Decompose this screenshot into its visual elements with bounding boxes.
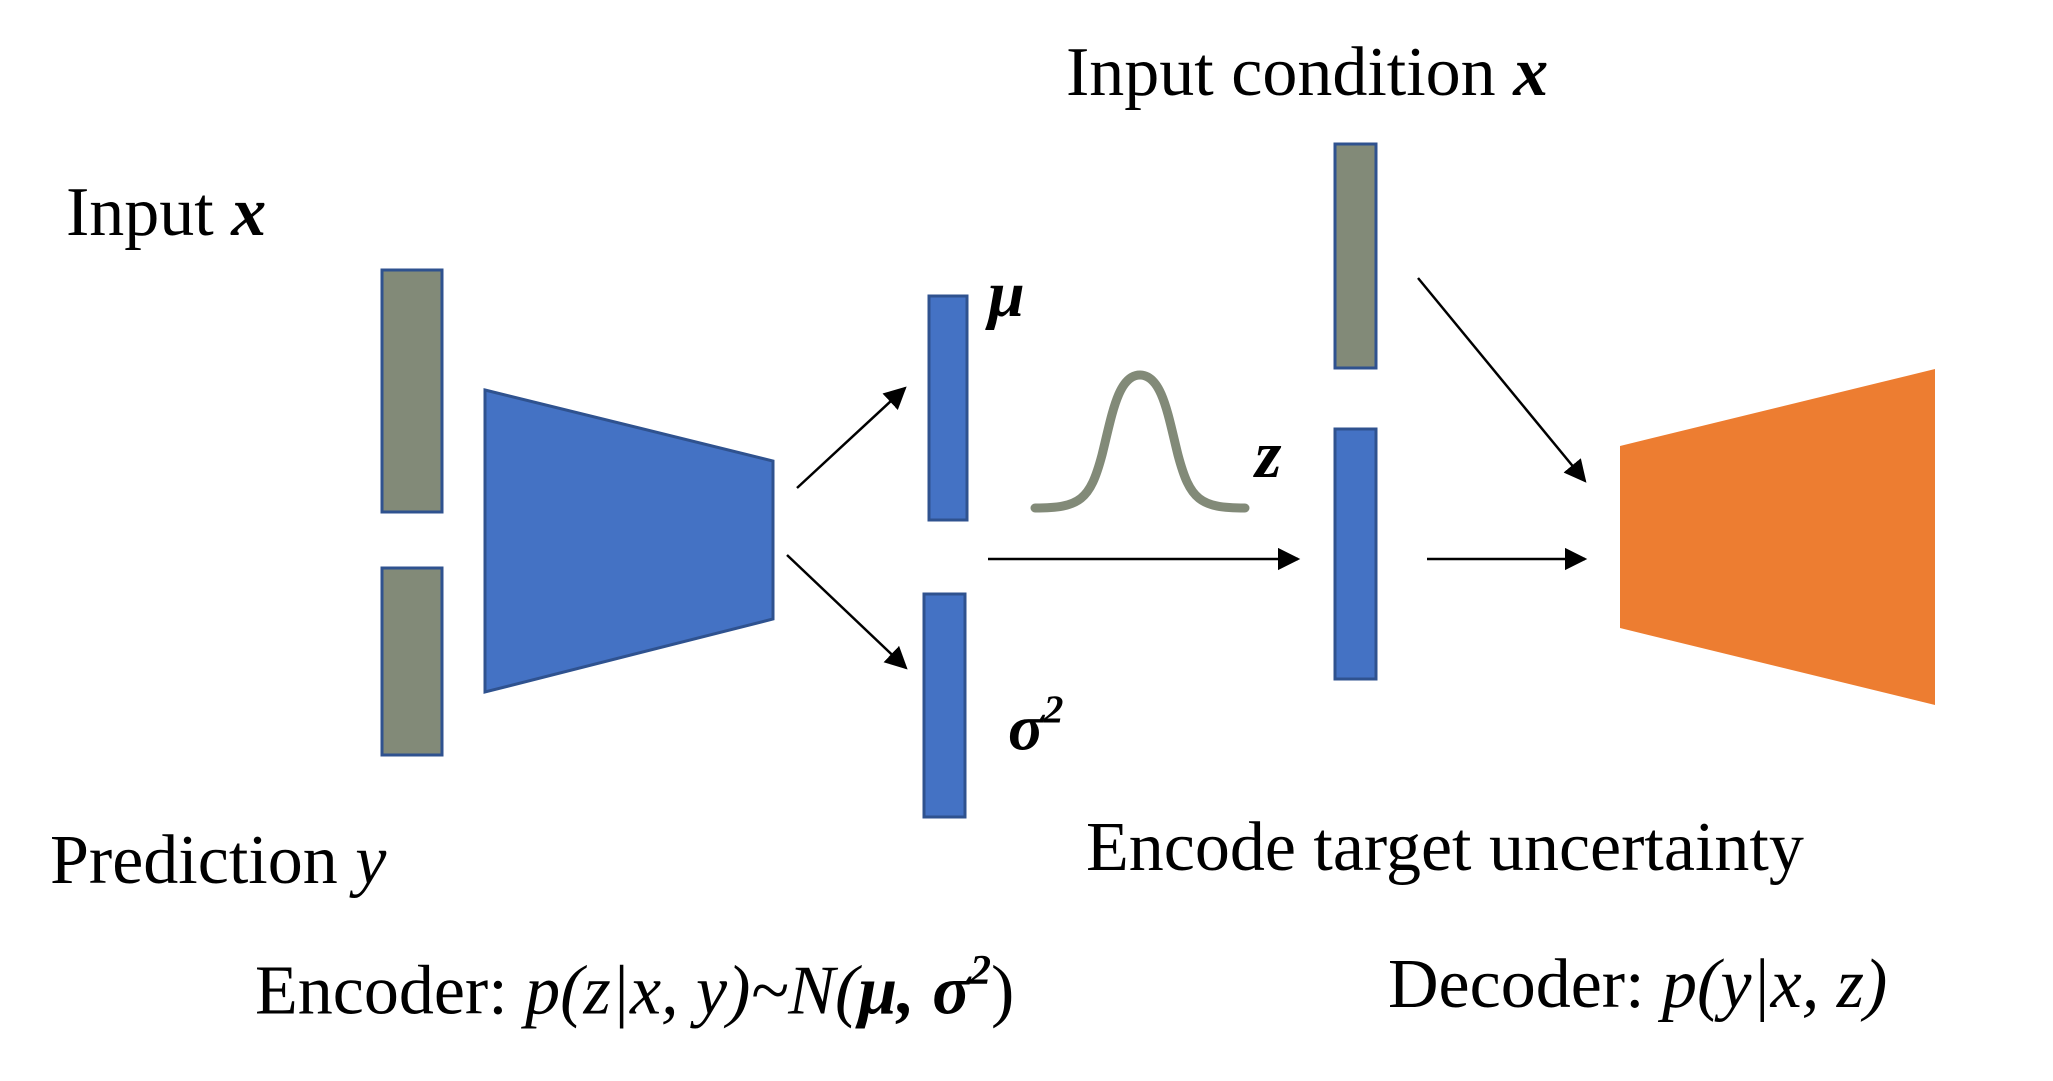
encoder-network bbox=[483, 388, 775, 694]
encoder-formula-body: p(z|x, y)~N( bbox=[525, 952, 859, 1030]
sigma-block bbox=[922, 592, 967, 819]
input-x-block bbox=[380, 268, 444, 514]
decoder-formula: Decoder: p(y|x, z) bbox=[1388, 950, 1887, 1020]
input-x-label: Input x bbox=[66, 178, 266, 248]
mu-label: μ bbox=[988, 262, 1025, 328]
input-condition-label-text: Input condition bbox=[1066, 34, 1514, 111]
encoder-formula-exponent: 2 bbox=[969, 948, 991, 994]
z-label: z bbox=[1255, 420, 1281, 488]
encoder-formula-prefix: Encoder: bbox=[255, 952, 526, 1030]
encoder-formula-close: ) bbox=[990, 952, 1015, 1030]
gaussian-curve bbox=[1030, 370, 1250, 513]
sigma-symbol: σ bbox=[1008, 691, 1044, 765]
sigma-exponent: 2 bbox=[1043, 687, 1064, 731]
arrow-condition-to-decoder bbox=[1417, 277, 1587, 483]
input-condition-block bbox=[1333, 142, 1378, 370]
prediction-y-label: Prediction y bbox=[50, 826, 386, 896]
prediction-y-label-text: Prediction bbox=[50, 822, 356, 899]
input-x-label-text: Input bbox=[66, 174, 232, 251]
decoder-network bbox=[1620, 369, 1935, 705]
prediction-y-block bbox=[380, 566, 444, 757]
arrow-to-sigma bbox=[786, 554, 908, 670]
encode-target-text: Encode target uncertainty bbox=[1086, 809, 1804, 886]
input-condition-label-var: x bbox=[1513, 34, 1549, 111]
encode-target-label: Encode target uncertainty bbox=[1086, 813, 1804, 883]
z-block bbox=[1333, 427, 1378, 681]
input-x-label-var: x bbox=[231, 174, 267, 251]
arrow-to-mu bbox=[796, 386, 907, 489]
mu-block bbox=[927, 294, 969, 522]
decoder-formula-prefix: Decoder: bbox=[1388, 946, 1663, 1023]
sigma-label: σ2 bbox=[1008, 687, 1064, 765]
decoder-formula-body: p(y|x, z) bbox=[1662, 946, 1888, 1023]
encoder-formula: Encoder: p(z|x, y)~N(μ, σ2) bbox=[255, 950, 1014, 1026]
mu-symbol: μ bbox=[988, 258, 1025, 331]
encoder-formula-params: μ, σ bbox=[858, 952, 970, 1030]
input-condition-label: Input condition x bbox=[1066, 38, 1548, 108]
z-symbol: z bbox=[1255, 416, 1282, 492]
prediction-y-label-var: y bbox=[355, 822, 387, 899]
